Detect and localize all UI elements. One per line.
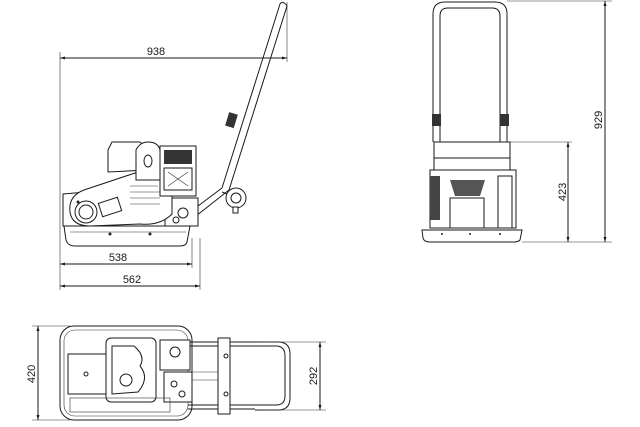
top-engine bbox=[105, 337, 157, 403]
dim-420-label: 420 bbox=[26, 365, 38, 383]
dim-929-label: 929 bbox=[593, 111, 605, 129]
handle bbox=[189, 1, 288, 217]
dim-292-label: 292 bbox=[308, 367, 320, 385]
side-view: 938 538 562 bbox=[59, 1, 288, 290]
dim-938-label: 938 bbox=[147, 46, 165, 58]
dim-562-label: 562 bbox=[123, 274, 141, 286]
top-view: 420 292 bbox=[26, 325, 326, 421]
dim-423-label: 423 bbox=[557, 183, 569, 201]
front-view: 929 423 bbox=[421, 0, 612, 243]
front-base bbox=[421, 229, 523, 243]
dim-538-label: 538 bbox=[109, 252, 127, 264]
base-plate bbox=[63, 225, 191, 247]
front-engine bbox=[433, 141, 511, 171]
belt-cover bbox=[69, 167, 173, 227]
